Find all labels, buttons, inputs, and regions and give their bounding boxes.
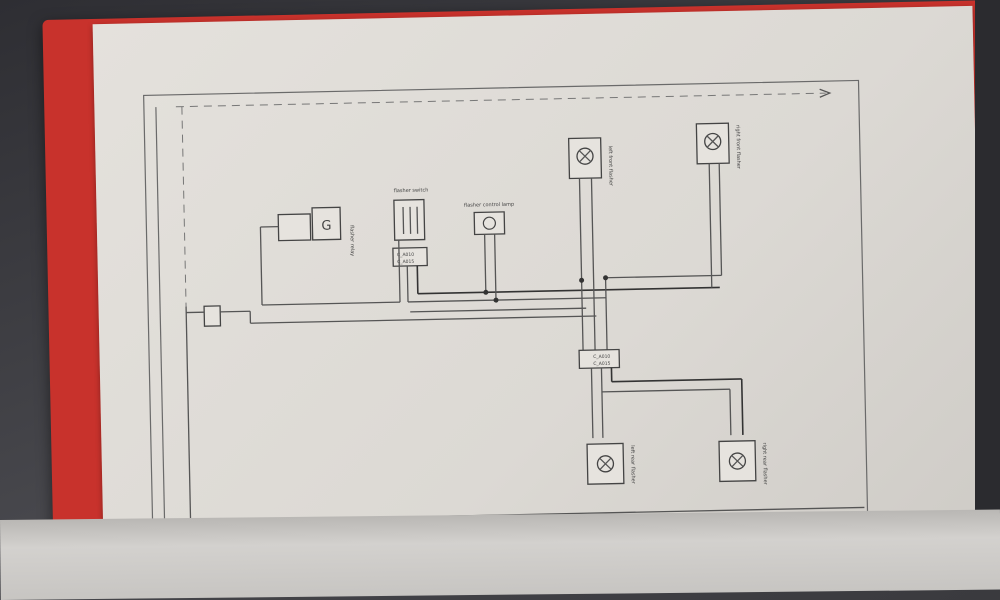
label-left-rear-flasher: left rear flasher	[629, 445, 636, 485]
wire	[590, 178, 596, 351]
wire-dark	[416, 265, 419, 294]
label-left-front-flasher: left front flasher	[607, 146, 614, 187]
label-flasher-switch: flasher switch	[394, 187, 429, 194]
lamp-icon	[596, 455, 615, 473]
wire	[406, 265, 409, 302]
wire	[483, 234, 487, 293]
lamp-cross-icon	[730, 454, 744, 468]
switch-conn-b: C_A015	[397, 259, 414, 265]
left-front-flasher-box	[567, 137, 603, 180]
wire	[410, 307, 587, 313]
label-right-front-flasher: right front flasher	[734, 125, 741, 170]
foreground-page-edge	[0, 509, 1000, 600]
wire	[408, 297, 606, 303]
label-right-rear-flasher: right rear flasher	[761, 442, 768, 485]
wire	[590, 368, 594, 439]
relay-symbol: G	[321, 219, 331, 234]
wire	[605, 274, 722, 279]
wire	[493, 234, 497, 301]
inner-frame-line	[155, 107, 166, 528]
wire	[250, 315, 597, 324]
control-lamp-icon	[482, 216, 496, 230]
wire	[718, 163, 723, 276]
switch-contact	[416, 206, 419, 234]
flasher-switch-box	[393, 198, 426, 241]
lamp-icon	[728, 452, 747, 470]
control-lamp-box	[473, 211, 506, 236]
dashed-bus-line	[175, 92, 826, 108]
junction-dot	[483, 289, 489, 295]
rear-connector-block	[578, 348, 621, 370]
flasher-relay-body	[311, 206, 342, 241]
dashed-drop-line	[181, 106, 187, 307]
lamp-cross-icon	[578, 149, 592, 163]
lamp-icon	[576, 147, 594, 165]
right-front-flasher-box	[695, 122, 730, 165]
lamp-icon	[704, 132, 722, 151]
wire-dark	[740, 378, 744, 435]
wire-dark	[417, 286, 720, 295]
left-ground-wire	[185, 306, 192, 522]
wire	[600, 367, 604, 438]
lamp-cross-icon	[706, 134, 720, 149]
rear-conn-a: C_A010	[593, 354, 610, 360]
label-flasher-control-lamp: flasher control lamp	[464, 202, 514, 209]
switch-conn-a: C_A010	[397, 252, 414, 258]
rear-conn-b: C_A015	[593, 361, 610, 367]
flasher-relay-box	[277, 213, 312, 242]
right-edge-shadow	[975, 0, 1000, 540]
wire	[398, 240, 401, 303]
wire	[604, 277, 608, 350]
wire	[578, 178, 584, 351]
diagram-frame	[143, 79, 869, 528]
wire	[262, 301, 401, 306]
switch-contact	[402, 206, 405, 235]
arrow-head-icon	[819, 88, 832, 98]
wire	[708, 163, 713, 288]
label-flasher-relay: flasher relay	[348, 225, 355, 256]
switch-connector-block	[392, 246, 428, 267]
junction-dot	[493, 297, 499, 303]
wire	[220, 310, 251, 313]
wire	[729, 389, 732, 436]
junction-dot	[579, 277, 585, 283]
junction-dot	[603, 275, 609, 281]
wire-dark	[611, 378, 742, 383]
wire	[259, 226, 263, 305]
switch-contact	[409, 206, 412, 234]
lamp-cross-icon	[598, 457, 613, 471]
wire	[601, 388, 730, 393]
fuse-connector	[203, 305, 222, 327]
